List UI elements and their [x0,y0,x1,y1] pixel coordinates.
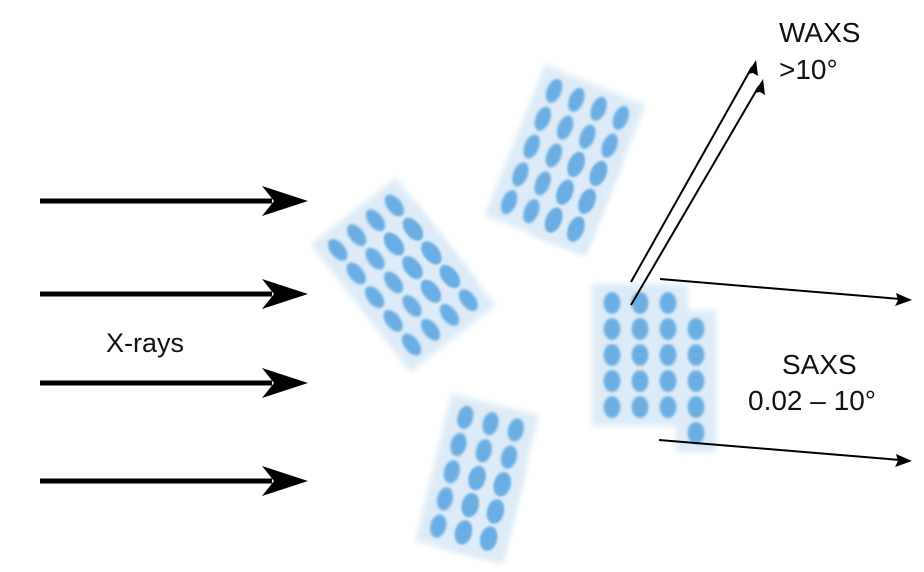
molecule [365,286,385,309]
molecule [420,318,441,341]
saxs-range: 0.02 – 10° [748,385,876,416]
molecule [365,247,385,270]
molecule [430,514,447,538]
xray-beam-arrow [40,186,308,216]
molecule [631,344,649,366]
molecule [512,162,529,187]
molecule [523,134,540,159]
molecule [401,333,422,356]
molecule [687,396,705,418]
molecule [403,218,423,241]
molecule [659,292,677,314]
molecule [603,318,621,340]
molecule [631,292,649,314]
molecule [462,493,479,517]
molecule [659,318,677,340]
xray-beam-arrow [40,279,308,309]
molecule [421,280,441,303]
molecule [601,133,618,158]
molecule [440,265,460,288]
molecule [500,190,518,215]
molecule [631,396,649,418]
molecule [523,199,540,224]
molecule [487,499,504,524]
molecule [534,106,552,131]
molecule [545,78,563,103]
molecule [450,432,467,457]
molecule [346,224,367,246]
molecule [383,271,404,294]
molecule [603,370,621,392]
molecule [631,370,649,392]
molecule [567,217,585,242]
waxs-range: >10° [779,54,838,85]
molecule [458,289,478,311]
molecule [475,439,492,463]
molecule [482,412,499,436]
molecule [384,233,404,255]
crystal-domains [310,64,716,563]
molecule [556,180,574,205]
molecule [687,422,705,444]
waxs-title: WAXS [779,17,860,48]
molecule [534,171,551,196]
molecule [659,344,677,366]
crystal-domain [484,64,646,256]
crystal-domain [310,177,496,373]
molecule [578,189,596,214]
crystal-background [366,201,477,319]
molecule [402,256,423,279]
molecule [500,445,518,469]
crystal-domain [592,284,716,452]
crystal-domain [414,393,540,563]
molecule [468,466,486,490]
xray-beam-arrow [40,368,308,398]
molecule [384,194,405,217]
molecule [603,396,621,418]
molecule [579,124,596,149]
molecule [365,209,386,232]
molecule [631,318,649,340]
molecule [659,396,677,418]
xray-beam-arrow [40,466,308,496]
molecule [443,460,460,484]
molecule [687,318,705,340]
molecule [328,239,348,261]
molecule [346,262,366,285]
molecule [687,344,705,366]
molecule [421,241,441,264]
molecule [480,527,497,551]
molecule [545,143,563,168]
saxs-title: SAXS [782,349,857,380]
molecule [439,304,460,326]
molecule [612,105,630,130]
molecule [590,161,607,186]
molecule [556,115,574,140]
molecule [568,87,585,112]
xrays-label: X-rays [106,328,184,358]
molecule [590,96,607,121]
waxs-scattered-rays [630,60,765,306]
molecule [494,472,511,496]
molecule [455,520,472,544]
molecule [383,309,403,332]
molecule [659,370,677,392]
molecule [457,405,474,429]
molecule [545,208,562,233]
saxs-scattered-rays [658,278,912,467]
molecule [603,292,621,314]
molecule [402,295,422,317]
incoming-xray-beams [40,186,308,496]
molecule [567,152,585,177]
molecule [603,344,621,366]
molecule [687,370,705,392]
molecule [436,487,454,511]
molecule [507,418,524,442]
